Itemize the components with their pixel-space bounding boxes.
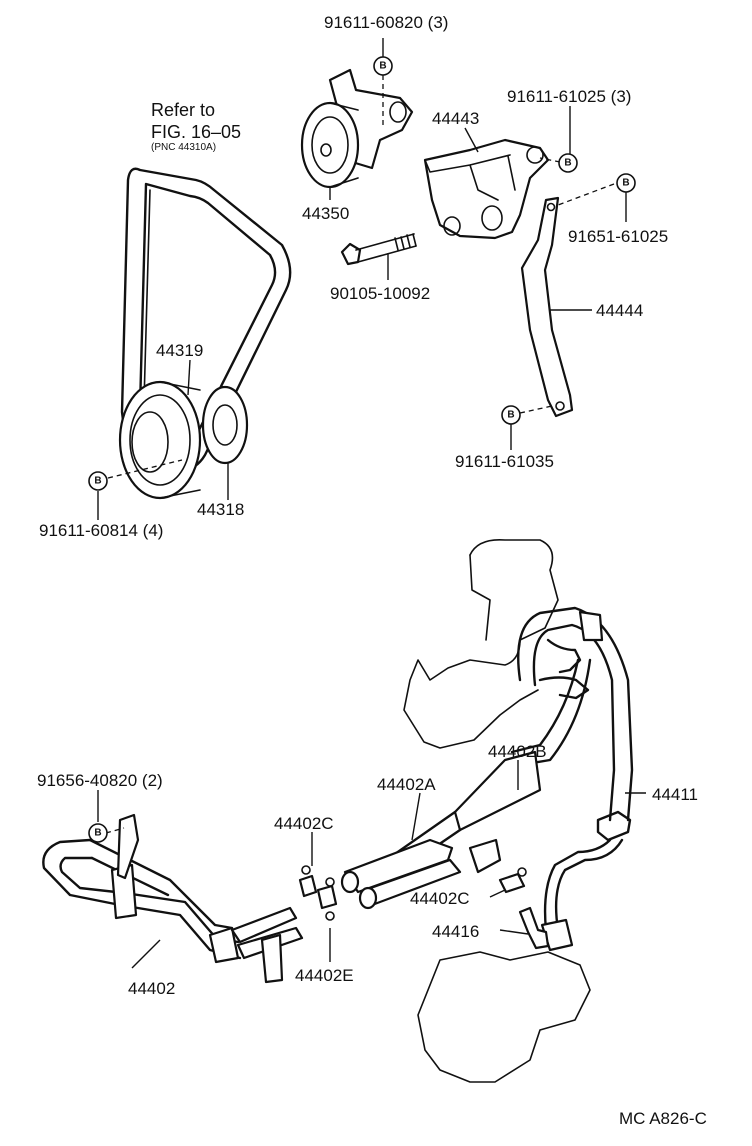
bolt-marker-3: B [616, 173, 636, 193]
label-44402E: 44402E [295, 966, 354, 985]
union-44416 [518, 906, 550, 950]
label-44402C-left: 44402C [274, 814, 334, 833]
stay-44444 [520, 196, 574, 418]
bracket-44443 [423, 138, 550, 240]
refer-pnc-label: (PNC 44310A) [151, 142, 216, 153]
svg-text:B: B [94, 476, 101, 487]
refer-to-label: Refer to [151, 100, 215, 120]
idler-pulley-44350 [300, 68, 414, 189]
hose-44402A [340, 838, 502, 910]
pump-outline [403, 538, 559, 749]
bolt-90105-10092 [340, 233, 417, 266]
label-91651-61025: 91651-61025 [568, 227, 668, 246]
label-44402B: 44402B [488, 742, 547, 761]
label-44350: 44350 [302, 204, 349, 223]
label-91611-60814: 91611-60814 (4) [39, 521, 163, 540]
label-44402: 44402 [128, 979, 175, 998]
label-44416: 44416 [432, 922, 479, 941]
bolt-marker-2: B [558, 153, 578, 173]
figure-code: MC A826-C [619, 1109, 707, 1128]
label-44319: 44319 [156, 341, 203, 360]
clamps [298, 865, 527, 921]
lower-outline [417, 951, 591, 1083]
crank-pulley-44318 [118, 380, 249, 500]
return-hose-44411 [517, 606, 634, 952]
label-44443: 44443 [432, 109, 479, 128]
label-44318: 44318 [197, 500, 244, 519]
label-44402C-right: 44402C [410, 889, 470, 908]
svg-text:B: B [94, 828, 101, 839]
bolt-marker-4: B [501, 405, 521, 425]
refer-fig-label: FIG. 16–05 [151, 122, 241, 142]
label-44444: 44444 [596, 301, 643, 320]
leader-lines [97, 38, 646, 969]
bolt-marker-1: B [373, 56, 393, 76]
label-44402A: 44402A [377, 775, 436, 794]
bolt-marker-6: B [88, 823, 108, 843]
svg-text:B: B [379, 61, 386, 72]
svg-text:B: B [564, 158, 571, 169]
bolt-marker-5: B [88, 471, 108, 491]
label-91611-60820: 91611-60820 (3) [324, 13, 448, 32]
svg-text:B: B [507, 410, 514, 421]
cooler-tube-44402 [42, 813, 304, 984]
svg-text:B: B [622, 178, 629, 189]
label-90105-10092: 90105-10092 [330, 284, 430, 303]
label-91611-61035: 91611-61035 [455, 452, 554, 471]
pressure-hose-44402B [370, 638, 592, 892]
label-91656-40820: 91656-40820 (2) [37, 771, 163, 790]
label-91611-61025: 91611-61025 (3) [507, 87, 631, 106]
label-44411: 44411 [652, 785, 698, 804]
